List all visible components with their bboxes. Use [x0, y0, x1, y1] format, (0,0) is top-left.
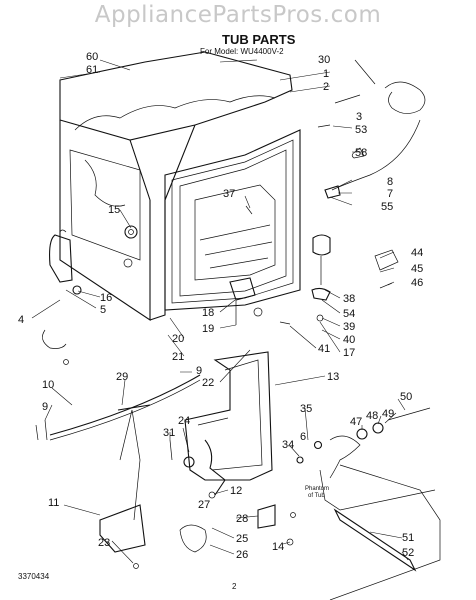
- callout-58: 58: [355, 147, 367, 159]
- callout-24: 24: [178, 415, 190, 427]
- callout-54: 54: [343, 308, 355, 320]
- callout-28: 28: [236, 513, 248, 525]
- callout-leader-lines: [31, 59, 409, 564]
- callout-9-center: 9: [196, 365, 202, 377]
- callout-5: 5: [100, 304, 106, 316]
- callout-60: 60: [86, 51, 98, 63]
- callout-10: 10: [42, 379, 54, 391]
- catalog-number: 3370434: [18, 572, 50, 581]
- callout-2: 2: [323, 81, 329, 93]
- callout-labels: 60 61 30 1 2 3 53 58 7 8 55 15 37 44 45 …: [18, 51, 423, 561]
- callout-38: 38: [343, 293, 355, 305]
- callout-4: 4: [18, 314, 24, 326]
- callout-53: 53: [355, 124, 367, 136]
- callout-61: 61: [86, 64, 98, 76]
- callout-35: 35: [300, 403, 312, 415]
- diagram-title: TUB PARTS: [222, 32, 296, 47]
- callout-21: 21: [172, 351, 184, 363]
- callout-14: 14: [272, 541, 284, 553]
- callout-6: 6: [300, 431, 306, 443]
- callout-15: 15: [108, 204, 120, 216]
- callout-50: 50: [400, 391, 412, 403]
- exploded-view-artwork: [35, 51, 441, 600]
- callout-16: 16: [100, 292, 112, 304]
- callout-20: 20: [172, 333, 184, 345]
- callout-31: 31: [163, 427, 175, 439]
- phantom-note-line-1: Phantom: [305, 486, 329, 492]
- callout-18: 18: [202, 307, 214, 319]
- callout-52: 52: [402, 547, 414, 559]
- callout-8: 8: [387, 176, 393, 188]
- phantom-note: Phantom of Tub: [305, 486, 329, 499]
- callout-9-left: 9: [42, 401, 48, 413]
- callout-55: 55: [381, 201, 393, 213]
- callout-22: 22: [202, 377, 214, 389]
- callout-40: 40: [343, 334, 355, 346]
- callout-41: 41: [318, 343, 330, 355]
- model-subtitle: For Model: WU4400V-2: [200, 47, 284, 56]
- callout-51: 51: [402, 532, 414, 544]
- callout-23: 23: [98, 537, 110, 549]
- callout-46: 46: [411, 277, 423, 289]
- page-number: 2: [232, 582, 237, 591]
- callout-30: 30: [318, 54, 330, 66]
- phantom-note-line-2: of Tub: [308, 493, 325, 499]
- callout-27: 27: [198, 499, 210, 511]
- callout-11: 11: [48, 497, 59, 509]
- callout-7: 7: [387, 188, 393, 200]
- callout-37: 37: [223, 188, 235, 200]
- callout-39: 39: [343, 321, 355, 333]
- callout-29: 29: [116, 371, 128, 383]
- callout-45: 45: [411, 263, 423, 275]
- callout-13: 13: [327, 371, 339, 383]
- callout-19: 19: [202, 323, 214, 335]
- callout-48: 48: [366, 410, 378, 422]
- callout-44: 44: [411, 247, 423, 259]
- callout-26: 26: [236, 549, 248, 561]
- callout-47: 47: [350, 416, 362, 428]
- callout-34: 34: [282, 439, 294, 451]
- callout-17: 17: [343, 347, 355, 359]
- callout-1: 1: [323, 68, 329, 80]
- callout-25: 25: [236, 533, 248, 545]
- callout-12: 12: [230, 485, 242, 497]
- callout-49: 49: [382, 408, 394, 420]
- callout-3: 3: [356, 111, 362, 123]
- watermark: AppliancePartsPros.com: [94, 2, 382, 28]
